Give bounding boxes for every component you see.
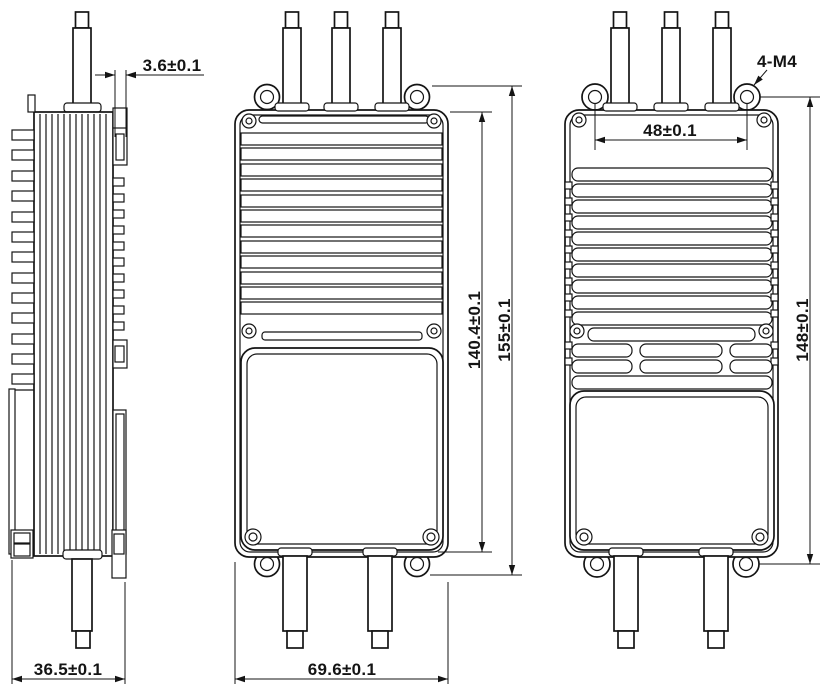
back-screw-mid-right [758,323,774,339]
dim-side-width-label: 36.5±0.1 [34,660,102,679]
front-screw-top-right [426,113,442,129]
side-view-top-cable [63,11,102,113]
front-top-vent-slot [258,115,430,124]
dim-flange-thickness-label: 3.6±0.1 [143,56,202,75]
dim-front-total-height-label: 155±0.1 [495,298,514,361]
dim-front-width-label: 69.6±0.1 [308,660,376,679]
side-view-left-fins [8,129,35,559]
dim-front-body-height: 140.4±0.1 [438,111,492,553]
dim-back-height: 148±0.1 [759,96,820,565]
dim-front-total-height: 155±0.1 [430,85,522,576]
front-screw-mid-right [426,323,442,339]
back-screw-top-right [756,112,772,128]
back-bottom-cables [608,547,734,649]
front-view [234,11,449,649]
back-screw-mid-left [569,323,585,339]
back-view-top-cables [610,11,732,105]
dim-front-width: 69.6±0.1 [234,562,449,684]
callout-mounting-holes: 4-M4 [753,52,797,86]
callout-mounting-holes-label: 4-M4 [757,52,797,71]
front-screw-mid-left [241,323,257,339]
dim-hole-spacing: 48±0.1 [594,104,748,150]
front-view-top-cables [282,11,402,105]
dim-front-body-height-label: 140.4±0.1 [465,291,484,369]
side-view-heatsink-core [27,94,114,557]
back-screw-top-left [571,112,587,128]
dim-back-height-label: 148±0.1 [793,298,812,361]
side-view-right-edge [111,107,128,579]
front-cover-plate [240,347,444,551]
back-view [564,11,779,649]
front-bottom-cables [277,547,398,649]
side-view-bottom-cable [62,549,103,649]
front-screw-top-left [241,113,257,129]
back-heatsink-fins [564,167,779,390]
front-body-inner-outline [239,114,444,553]
back-cover-plate [569,390,775,551]
dim-flange-thickness: 3.6±0.1 [95,56,204,137]
dim-hole-spacing-label: 48±0.1 [643,121,697,140]
front-mid-vent-slot [261,331,423,341]
dim-side-width: 36.5±0.1 [11,560,126,684]
side-view [8,11,128,649]
